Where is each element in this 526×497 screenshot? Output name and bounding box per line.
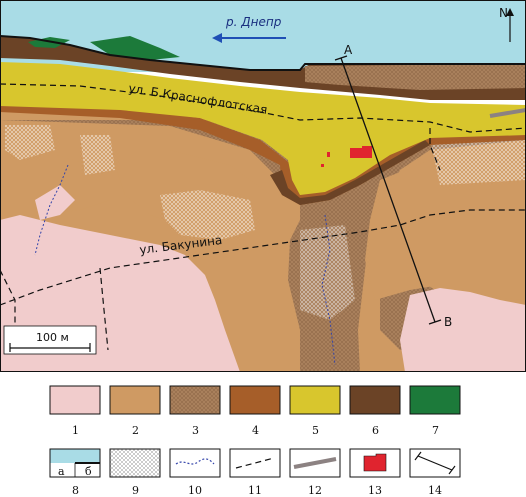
legend-swatch-2 xyxy=(109,385,161,415)
scale-bar xyxy=(3,325,97,355)
legend-swatch-13 xyxy=(349,448,401,478)
north-label: N xyxy=(499,6,508,20)
legend-swatch-4 xyxy=(229,385,281,415)
legend-swatch-5 xyxy=(289,385,341,415)
legend-swatch-8 xyxy=(49,448,101,478)
legend-num-6: 6 xyxy=(372,424,379,437)
legend-num-11: 11 xyxy=(248,484,262,497)
legend-swatch-10 xyxy=(169,448,221,478)
geological-map: A B р. Днепр N ул. Б.Краснофлотская ул. … xyxy=(0,0,526,372)
crosshatch-zone-4 xyxy=(300,225,355,320)
legend-num-14: 14 xyxy=(428,484,442,497)
legend-num-1: 1 xyxy=(72,424,79,437)
building-small-2 xyxy=(321,164,324,167)
crosshatch-zone-2 xyxy=(80,135,115,175)
map-legend: 1 2 3 4 5 6 7 а б 8 9 xyxy=(49,385,461,497)
legend-num-4: 4 xyxy=(252,424,259,437)
legend-num-13: 13 xyxy=(368,484,382,497)
unit-3-coast-hatch xyxy=(305,64,526,90)
boundary-dashed-south xyxy=(0,209,526,306)
river-flow-arrowhead xyxy=(212,33,222,43)
legend-num-12: 12 xyxy=(308,484,322,497)
boundary-dashed-east xyxy=(429,128,441,171)
unit-4-band xyxy=(0,104,526,205)
crosshatch-zone-5 xyxy=(430,140,526,185)
legend-swatch-1 xyxy=(49,385,101,415)
profile-end-a xyxy=(334,55,348,61)
legend-swatch-11 xyxy=(229,448,281,478)
legend-num-7: 7 xyxy=(432,424,439,437)
unit-6-southern-rim xyxy=(270,140,430,205)
legend-num-3: 3 xyxy=(192,424,199,437)
legend-swatch-12 xyxy=(289,448,341,478)
unit-7-strip-mid xyxy=(90,36,180,60)
legend-swatch-14 xyxy=(409,448,461,478)
coastline xyxy=(0,35,526,71)
unit-2-east xyxy=(365,150,526,300)
profile-label-b: B xyxy=(444,315,452,329)
legend-num-2: 2 xyxy=(132,424,139,437)
legend-swatch-9 xyxy=(109,448,161,478)
legend-num-8: 8 xyxy=(72,484,79,497)
legend-swatch-3 xyxy=(169,385,221,415)
north-arrow-icon xyxy=(506,8,514,42)
crosshatch-zone-1 xyxy=(5,125,55,160)
river-label: р. Днепр xyxy=(225,15,282,29)
boundary-dashed-north xyxy=(0,83,526,133)
legend-swatch-7 xyxy=(409,385,461,415)
legend-num-9: 9 xyxy=(132,484,139,497)
building-main xyxy=(350,146,372,158)
unit-1-west-lobe xyxy=(35,185,75,220)
boundary-dashed-v2 xyxy=(99,267,109,351)
unit-1-east xyxy=(400,288,526,372)
profile-end-b xyxy=(428,319,442,325)
building-small-1 xyxy=(327,152,330,157)
crosshatch-zone-3 xyxy=(160,190,255,240)
profile-line xyxy=(340,57,436,323)
profile-label-a: A xyxy=(344,43,353,57)
road-segment xyxy=(489,108,526,118)
legend-8-label-a: а xyxy=(58,465,65,478)
legend-8-label-b: б xyxy=(85,465,92,478)
legend-swatch-6 xyxy=(349,385,401,415)
legend-num-5: 5 xyxy=(312,424,319,437)
legend-num-10: 10 xyxy=(188,484,202,497)
unit-5-terrace xyxy=(0,62,526,195)
scale-label: 100 м xyxy=(36,331,69,344)
